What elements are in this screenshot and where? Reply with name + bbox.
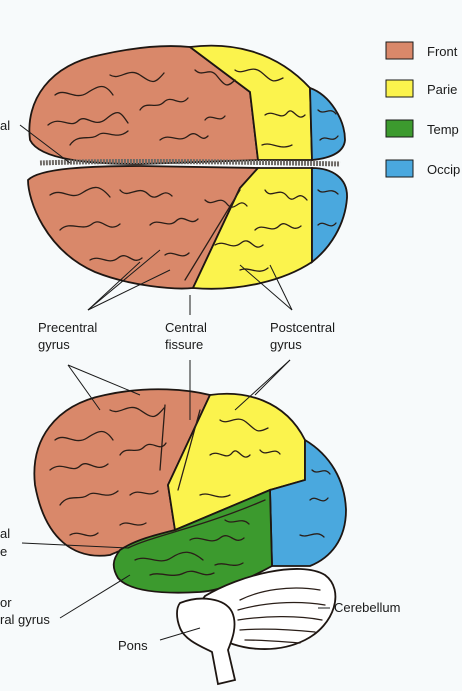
lateral-gyri — [49, 404, 331, 576]
longitudinal-fissure — [39, 158, 341, 167]
label-pons: Pons — [118, 638, 148, 653]
top-occipital-lower — [311, 167, 348, 264]
legend-swatch-occipital — [385, 159, 414, 178]
label-left-mid-line1: al — [0, 526, 10, 541]
brain-lateral-view — [33, 388, 347, 686]
label-postcentral-line2: gyrus — [270, 337, 302, 352]
legend-swatch-parietal — [385, 79, 414, 98]
legend-item-occipital: Occip — [385, 159, 460, 178]
leader-lines — [19, 124, 330, 641]
legend-item-parietal: Parie — [385, 79, 457, 98]
top-occipital-upper — [309, 86, 346, 161]
legend-item-temporal: Temp — [385, 119, 459, 138]
label-left-low-line2: ral gyrus — [0, 612, 50, 627]
label-central-line1: Central — [165, 320, 207, 335]
label-precentral-line1: Precentral — [38, 320, 97, 335]
label-left-mid-line2: e — [0, 544, 7, 559]
legend-swatch-temporal — [385, 119, 414, 138]
legend-label-frontal: Front — [427, 44, 458, 59]
label-central-line2: fissure — [165, 337, 203, 352]
top-gyri — [47, 68, 339, 281]
legend-item-frontal: Front — [385, 41, 458, 60]
legend-label-occipital: Occip — [427, 162, 460, 177]
legend-label-temporal: Temp — [427, 122, 459, 137]
brain-top-view — [27, 44, 348, 290]
label-postcentral-line1: Postcentral — [270, 320, 335, 335]
label-cerebellum: Cerebellum — [334, 600, 400, 615]
legend: Front Parie Temp Occip — [385, 41, 460, 178]
top-frontal-lower — [27, 165, 260, 290]
label-left-low-line1: or — [0, 595, 12, 610]
pons — [176, 597, 237, 686]
legend-swatch-frontal — [385, 41, 414, 60]
label-top-left: al — [0, 118, 10, 133]
cerebellum-folia — [237, 587, 326, 644]
label-precentral-line2: gyrus — [38, 337, 70, 352]
legend-label-parietal: Parie — [427, 82, 457, 97]
